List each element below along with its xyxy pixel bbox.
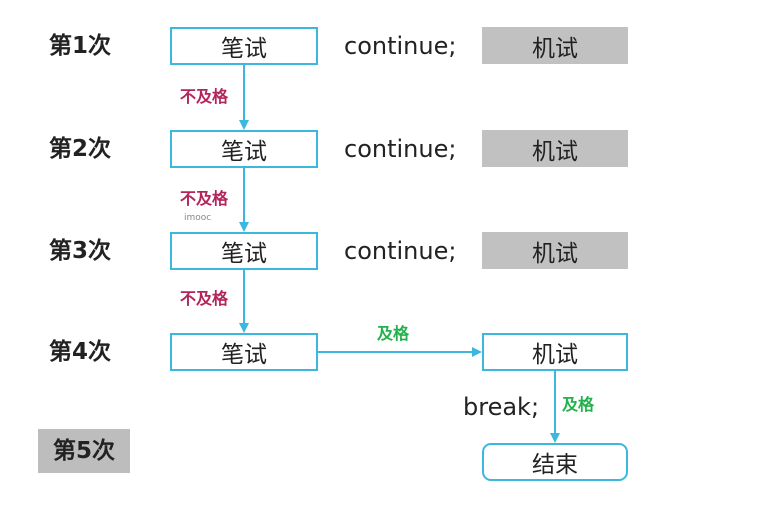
pass-label-machine: 及格 <box>562 395 595 414</box>
continue-statement-3: continue; <box>344 237 457 265</box>
written-test-box-1: 笔试 <box>170 27 318 65</box>
round-1-label: 第1次 <box>49 33 112 59</box>
written-test-box-3: 笔试 <box>170 232 318 270</box>
end-box: 结束 <box>482 443 628 481</box>
written-test-box-2: 笔试 <box>170 130 318 168</box>
fail-label-3: 不及格 <box>180 289 229 308</box>
watermark-text: imooc <box>184 213 212 223</box>
round-2-label: 第2次 <box>49 136 112 162</box>
break-statement: break; <box>463 393 540 421</box>
fail-label-1: 不及格 <box>180 87 229 106</box>
round-5-badge: 第5次 <box>38 429 130 473</box>
continue-statement-2: continue; <box>344 135 457 163</box>
round-5-label: 第5次 <box>52 437 115 464</box>
machine-test-box-4: 机试 <box>482 333 628 371</box>
continue-statement-1: continue; <box>344 32 457 60</box>
round-3-label: 第3次 <box>49 238 112 264</box>
machine-test-skipped-3: 机试 <box>482 232 628 269</box>
fail-label-2: 不及格 <box>180 189 229 208</box>
pass-label-written: 及格 <box>377 324 410 343</box>
machine-test-skipped-1: 机试 <box>482 27 628 64</box>
written-test-box-4: 笔试 <box>170 333 318 371</box>
machine-test-skipped-2: 机试 <box>482 130 628 167</box>
round-4-label: 第4次 <box>49 339 112 365</box>
